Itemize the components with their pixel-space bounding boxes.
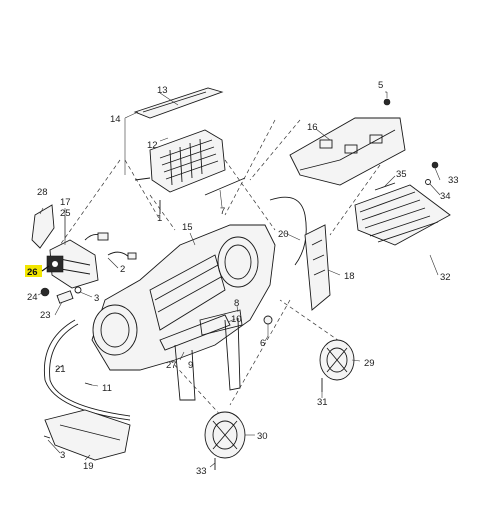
callout-25: 25: [60, 208, 71, 219]
hose-21: [49, 323, 131, 417]
callout-29: 29: [364, 358, 375, 369]
callout-3-lower: 3: [60, 450, 65, 461]
callout-11: 11: [102, 383, 112, 394]
callout-27: 27: [166, 360, 177, 371]
callout-33-lower: 33: [196, 466, 207, 477]
leader-lines: [37, 91, 441, 468]
cable-20: [269, 196, 307, 266]
speaker-30: [204, 411, 246, 459]
bracket-28: [31, 204, 55, 249]
callout-7: 7: [220, 206, 225, 217]
screw-3-upper: [74, 286, 82, 294]
screw-3-lower: [43, 435, 51, 439]
callout-8: 8: [234, 298, 239, 309]
fairing-body: [91, 224, 276, 371]
nut-33: [431, 161, 439, 169]
lower-panel-19: [44, 409, 131, 461]
callout-17: 17: [60, 197, 71, 208]
speaker-29: [319, 339, 355, 381]
callout-21: 21: [55, 364, 66, 375]
light-23: [56, 290, 74, 304]
callout-28: 28: [37, 187, 48, 198]
clip-6: [263, 315, 273, 336]
highlight-26-box: [25, 265, 42, 277]
callout-5: 5: [378, 80, 383, 91]
fairing-stay-9: [174, 344, 196, 401]
callout-20: 20: [278, 229, 289, 240]
fairing-stay-8: [224, 317, 241, 391]
washer-34: [425, 179, 431, 185]
callout-24: 24: [27, 292, 38, 303]
callout-14: 14: [110, 114, 121, 125]
screw-11: [84, 382, 93, 386]
callout-3-upper: 3: [94, 293, 99, 304]
callout-2: 2: [120, 264, 125, 275]
callout-12: 12: [147, 140, 158, 151]
callout-16: 16: [307, 122, 318, 133]
bracket-18: [304, 224, 331, 311]
callout-numbers: 13 14 12 1 7 5 16 35 33 34 32 20 18 29 3…: [27, 80, 459, 477]
callout-35: 35: [396, 169, 407, 180]
amplifier-32: [354, 184, 451, 246]
callout-13: 13: [157, 85, 168, 96]
connector-2: [84, 232, 137, 260]
mount-bracket-10: [199, 309, 243, 336]
callout-23: 23: [40, 310, 51, 321]
callout-10: 10: [231, 314, 242, 325]
callout-33-upper: 33: [448, 175, 459, 186]
callout-19: 19: [83, 461, 94, 472]
callout-9: 9: [188, 360, 193, 371]
vent-duct: [134, 129, 226, 193]
bracket-14: [124, 111, 139, 175]
callout-15: 15: [182, 222, 193, 233]
bracket-plate-16: [289, 117, 406, 186]
switch-26: [46, 255, 64, 273]
callout-30: 30: [257, 431, 268, 442]
callout-1: 1: [157, 213, 162, 224]
highlight-26-arrow: [41, 265, 50, 272]
nut-24: [40, 287, 50, 297]
trim-rod-7: [204, 177, 246, 196]
callout-18: 18: [344, 271, 355, 282]
bolt-5: [383, 92, 391, 106]
callout-34: 34: [440, 191, 451, 202]
callout-26: 26: [27, 267, 38, 278]
harness-35: [374, 182, 396, 191]
trim-strip: [133, 87, 224, 119]
callout-6: 6: [260, 338, 265, 349]
callout-31: 31: [317, 397, 328, 408]
module-25: [49, 239, 99, 289]
callout-32: 32: [440, 272, 451, 283]
